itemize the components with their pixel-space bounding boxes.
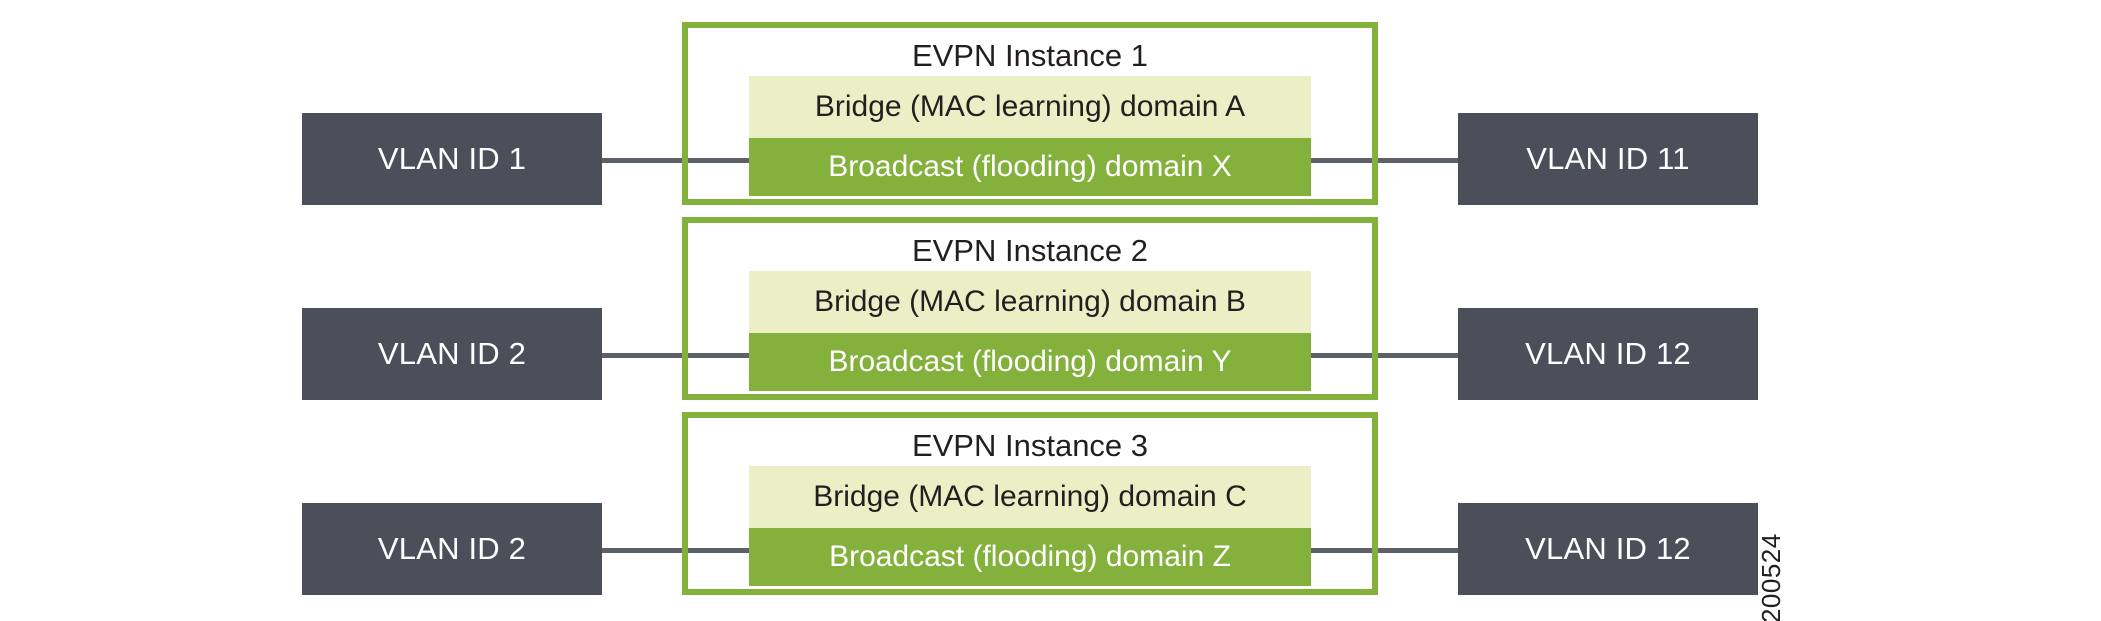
figure-id-watermark: g200524: [1756, 533, 1786, 621]
connector-line-left-row-1: [600, 158, 760, 163]
bridge-domain-band-1: Bridge (MAC learning) domain A: [749, 76, 1311, 138]
broadcast-domain-label: Broadcast (flooding) domain Y: [828, 345, 1232, 378]
broadcast-domain-label: Broadcast (flooding) domain Z: [829, 540, 1231, 573]
broadcast-domain-label: Broadcast (flooding) domain X: [828, 150, 1232, 183]
vlan-endpoint-label: VLAN ID 1: [377, 141, 527, 176]
evpn-instance-box-1: EVPN Instance 1 Bridge (MAC learning) do…: [682, 22, 1378, 205]
connector-line-right-row-1: [1300, 158, 1460, 163]
evpn-instance-title: EVPN Instance 3: [911, 428, 1149, 463]
vlan-endpoint-left-row-3: VLAN ID 2: [302, 503, 602, 595]
bridge-domain-label: Bridge (MAC learning) domain B: [814, 285, 1246, 318]
connector-line-right-row-3: [1300, 548, 1460, 553]
vlan-endpoint-right-row-2: VLAN ID 12: [1458, 308, 1758, 400]
broadcast-domain-band-1: Broadcast (flooding) domain X: [749, 138, 1311, 196]
connector-line-left-row-2: [600, 353, 760, 358]
vlan-endpoint-label: VLAN ID 2: [377, 336, 527, 371]
bridge-domain-band-2: Bridge (MAC learning) domain B: [749, 271, 1311, 333]
vlan-endpoint-label: VLAN ID 2: [377, 531, 527, 566]
connector-line-left-row-3: [600, 548, 760, 553]
bridge-domain-label: Bridge (MAC learning) domain A: [814, 90, 1246, 123]
evpn-instance-box-3: EVPN Instance 3 Bridge (MAC learning) do…: [682, 412, 1378, 595]
vlan-endpoint-label: VLAN ID 12: [1525, 531, 1691, 566]
vlan-endpoint-left-row-1: VLAN ID 1: [302, 113, 602, 205]
bridge-domain-band-3: Bridge (MAC learning) domain C: [749, 466, 1311, 528]
vlan-endpoint-right-row-1: VLAN ID 11: [1458, 113, 1758, 205]
evpn-instance-title: EVPN Instance 1: [911, 38, 1149, 73]
evpn-instance-title: EVPN Instance 2: [911, 233, 1149, 268]
vlan-endpoint-label: VLAN ID 12: [1525, 336, 1691, 371]
vlan-endpoint-label: VLAN ID 11: [1526, 141, 1690, 176]
vlan-endpoint-left-row-2: VLAN ID 2: [302, 308, 602, 400]
bridge-domain-label: Bridge (MAC learning) domain C: [813, 480, 1247, 513]
vlan-endpoint-right-row-3: VLAN ID 12: [1458, 503, 1758, 595]
connector-line-right-row-2: [1300, 353, 1460, 358]
evpn-instance-box-2: EVPN Instance 2 Bridge (MAC learning) do…: [682, 217, 1378, 400]
broadcast-domain-band-3: Broadcast (flooding) domain Z: [749, 528, 1311, 586]
broadcast-domain-band-2: Broadcast (flooding) domain Y: [749, 333, 1311, 391]
